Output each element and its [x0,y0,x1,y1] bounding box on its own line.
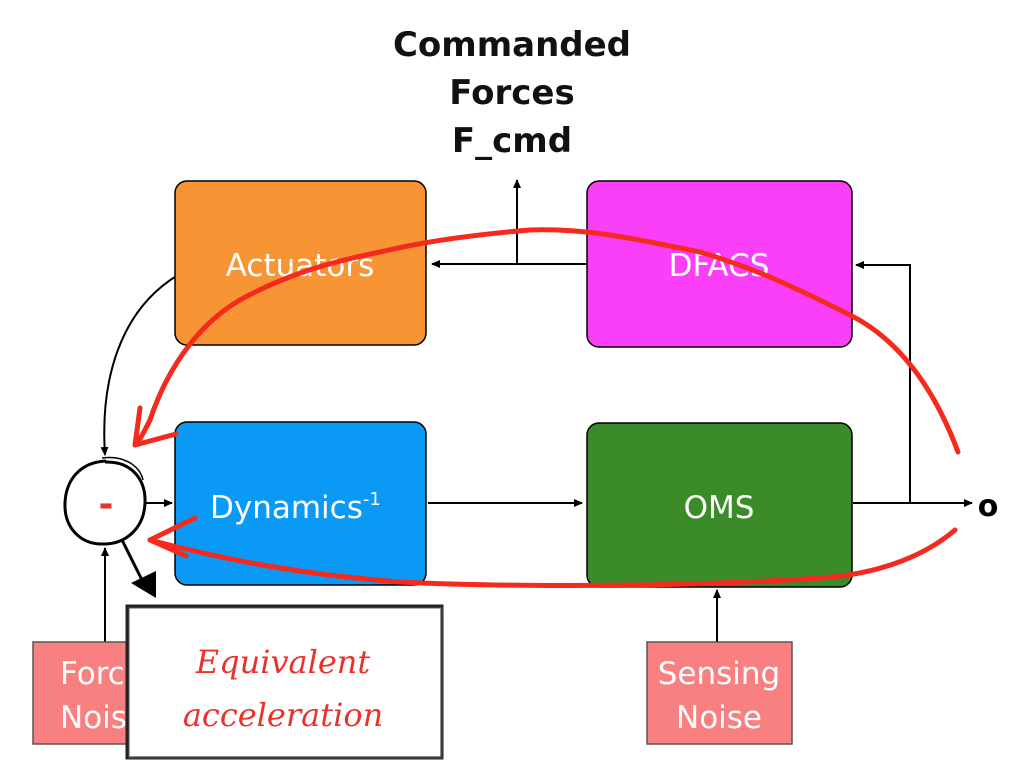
title-line-3: F_cmd [452,121,572,161]
actuators-label: Actuators [226,248,375,284]
note-line-2: acceleration [183,696,383,734]
connections [100,179,973,642]
note-line-1: Equivalent [195,643,371,681]
dynamics-superscript: -1 [363,489,381,510]
dynamics-label: Dynamics-1 [210,489,381,526]
title-line-1: Commanded [393,25,631,65]
red-scribble-annotation [132,227,961,589]
oms-block: OMS [586,422,853,588]
sensing-noise-line-1: Sensing [658,656,781,692]
summing-sign: - [99,484,114,525]
dynamics-label-text: Dynamics [210,490,363,526]
output-label: o [978,489,999,524]
dynamics-block: Dynamics-1 [174,421,427,586]
sensing-noise-line-2: Noise [676,700,762,736]
summing-junction: - [63,456,156,598]
title-line-2: Forces [449,73,574,113]
upper-loop-scribble [132,227,961,455]
dfacs-block: DFACS [586,180,853,348]
sensing-noise-block: Sensing Noise [646,641,793,745]
oms-label: OMS [684,490,755,526]
feedback-to-dfacs-arrow [855,261,911,503]
output-node: o [978,489,999,524]
actuators-to-sum-arrow [100,274,179,456]
dfacs-label: DFACS [669,248,770,284]
equivalent-acceleration-note: Equivalent acceleration [125,604,444,760]
lower-loop-scribble [147,527,958,589]
commanded-forces-title: Commanded Forces F_cmd [393,25,631,161]
